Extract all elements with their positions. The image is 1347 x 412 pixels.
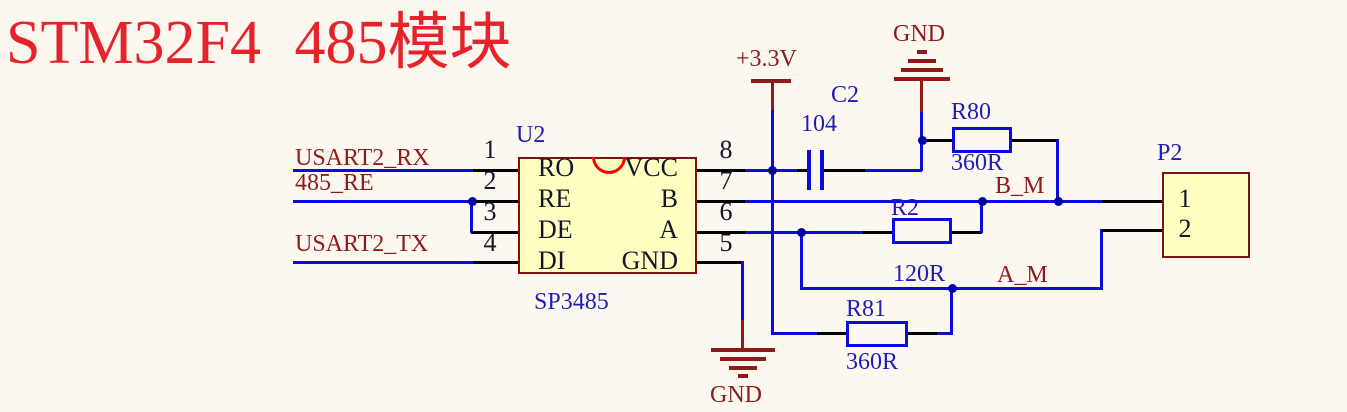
schematic-title: STM32F4 485模块 (6, 9, 512, 77)
wire-485-re (293, 200, 472, 203)
gnd-top-stem (920, 81, 923, 112)
gnd-top-bar1 (917, 50, 927, 54)
r80-value: 360R (951, 150, 1004, 176)
power-stem-3v3 (771, 83, 774, 111)
junction-r80-bm (1054, 197, 1063, 206)
r81-wire-right (937, 332, 953, 335)
pin-stub-3 (471, 231, 518, 234)
gnd-bottom-label: GND (710, 382, 762, 408)
u2-pin-name-re: RE (538, 184, 572, 213)
p2-pin2-stub (1102, 229, 1162, 232)
r80-body (952, 127, 1012, 153)
u2-pin1-number: 1 (483, 135, 497, 164)
net-label-usart2-rx: USART2_RX (295, 145, 430, 171)
gnd-bottom-bar3 (729, 366, 757, 370)
wire-c2-to-gnd-node (865, 169, 922, 172)
r81-wire-left (771, 332, 817, 335)
p2-pin1-number: 1 (1178, 184, 1192, 213)
gnd-top-label: GND (893, 21, 945, 47)
pin-stub-5 (697, 261, 743, 264)
c2-designator: C2 (831, 82, 860, 108)
u2-pin8-number: 8 (719, 135, 733, 164)
u2-chip-body (518, 157, 697, 274)
pin-stub-4 (473, 261, 518, 264)
pin-stub-2 (472, 200, 518, 203)
u2-pin6-number: 6 (719, 197, 733, 226)
r2-value: 120R (893, 261, 946, 287)
r81-lead-left (817, 332, 846, 335)
r80-lead-left (925, 139, 952, 142)
p2-pin1-stub (1102, 200, 1162, 203)
r81-body (846, 321, 908, 347)
wire-b-line (745, 200, 1102, 203)
u2-pin7-number: 7 (719, 166, 733, 195)
p2-designator: P2 (1157, 140, 1183, 166)
wire-r81-to-am (950, 287, 953, 335)
pin-stub-8 (697, 169, 745, 172)
r81-value: 360R (846, 349, 899, 375)
pin-stub-7 (697, 200, 745, 203)
pin-stub-1 (473, 169, 518, 172)
junction-a-branch (797, 228, 806, 237)
u2-pin-name-vcc: VCC (624, 153, 678, 182)
u2-pin-name-gnd: GND (621, 246, 678, 275)
gnd-bottom-stem (741, 320, 744, 348)
pin-stub-6 (697, 231, 745, 234)
r80-designator: R80 (951, 99, 992, 125)
wire-re-to-de (470, 200, 473, 233)
gnd-top-bar4 (894, 77, 950, 81)
u2-pin-name-b: B (660, 184, 678, 213)
c2-lead-left (797, 169, 810, 172)
power-bar-3v3 (751, 79, 791, 83)
p2-connector-body (1162, 172, 1250, 258)
wire-3v3-vertical (771, 110, 774, 335)
wire-a-down (800, 231, 803, 289)
c2-plate-left (807, 150, 811, 190)
r2-designator: R2 (891, 195, 920, 221)
c2-plate-right (820, 150, 824, 190)
junction-gnd-r80 (918, 136, 927, 145)
c2-value: 104 (801, 111, 837, 137)
u2-pin3-number: 3 (483, 197, 497, 226)
wire-am-up (1100, 229, 1103, 289)
wire-usart2-rx (293, 169, 473, 172)
junction-vcc-3v3 (768, 166, 777, 175)
u2-pin-name-a: A (659, 215, 678, 244)
u2-pin4-number: 4 (483, 228, 497, 257)
power-label-3v3: +3.3V (736, 46, 797, 72)
p2-pin2-number: 2 (1178, 214, 1192, 243)
wire-gnd-bottom-vertical (741, 261, 744, 320)
u2-pin-name-di: DI (538, 246, 566, 275)
wire-usart2-tx (293, 261, 473, 264)
r81-lead-right (908, 332, 937, 335)
u2-pin5-number: 5 (719, 228, 733, 257)
junction-re-de (468, 197, 477, 206)
u2-pin-name-ro: RO (538, 153, 575, 182)
gnd-bottom-bar1 (711, 348, 775, 352)
u2-pin-name-de: DE (538, 215, 573, 244)
u2-pin2-number: 2 (483, 166, 497, 195)
c2-lead-right (824, 169, 865, 172)
r2-lead-left (863, 231, 892, 234)
junction-r81-am (948, 284, 957, 293)
r80-lead-right (1012, 139, 1058, 142)
gnd-top-bar3 (901, 68, 943, 72)
net-label-usart2-tx: USART2_TX (295, 231, 429, 257)
wire-r80-to-bm (1056, 139, 1059, 202)
r2-lead-right (952, 231, 982, 234)
u2-part-number: SP3485 (534, 289, 609, 315)
r81-designator: R81 (846, 296, 887, 322)
gnd-top-bar2 (908, 59, 936, 63)
junction-r2-b (978, 197, 987, 206)
net-label-a-m: A_M (997, 262, 1048, 288)
r2-body (892, 218, 952, 244)
u2-designator: U2 (516, 122, 546, 148)
net-label-b-m: B_M (995, 173, 1045, 199)
gnd-bottom-bar4 (738, 374, 748, 378)
wire-r2-to-b (980, 200, 983, 233)
net-label-485-re: 485_RE (295, 170, 374, 196)
gnd-bottom-bar2 (720, 357, 766, 361)
